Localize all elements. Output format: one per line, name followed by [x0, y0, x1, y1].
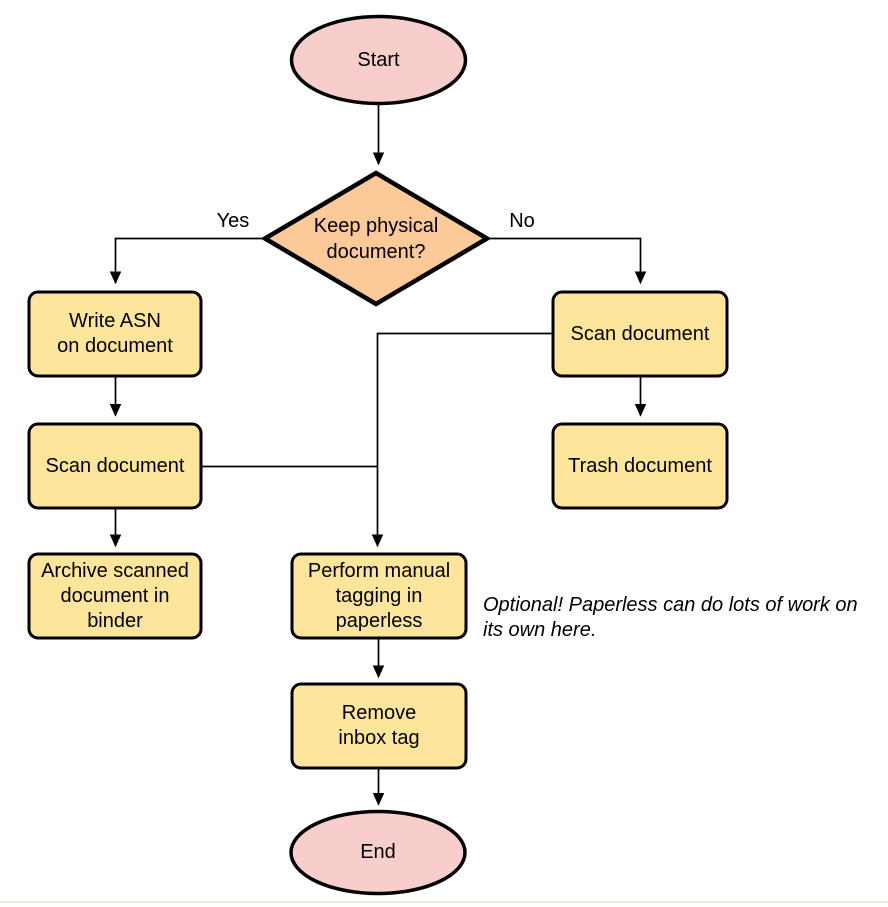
edge-decision-yes-to-write-asn — [109, 237, 266, 285]
trash-node — [551, 422, 729, 510]
tagging-node — [290, 552, 468, 640]
edge-decision-no-to-scan-right — [486, 237, 647, 285]
archive-node — [27, 552, 203, 640]
start-node — [289, 14, 468, 106]
scan-document-left-node — [27, 422, 203, 510]
write-asn-node — [27, 290, 203, 378]
end-node — [289, 809, 467, 896]
no-edge-label: No — [509, 210, 535, 232]
annotation-note: Optional! Paperless can do lots of work … — [483, 594, 858, 641]
scan-document-right-node — [551, 290, 729, 378]
edge-scan-right-to-tagging — [371, 332, 552, 548]
yes-edge-label: Yes — [216, 210, 250, 232]
decision-node — [260, 170, 492, 307]
remove-inbox-tag-node — [290, 682, 468, 770]
bottom-divider — [0, 901, 888, 903]
